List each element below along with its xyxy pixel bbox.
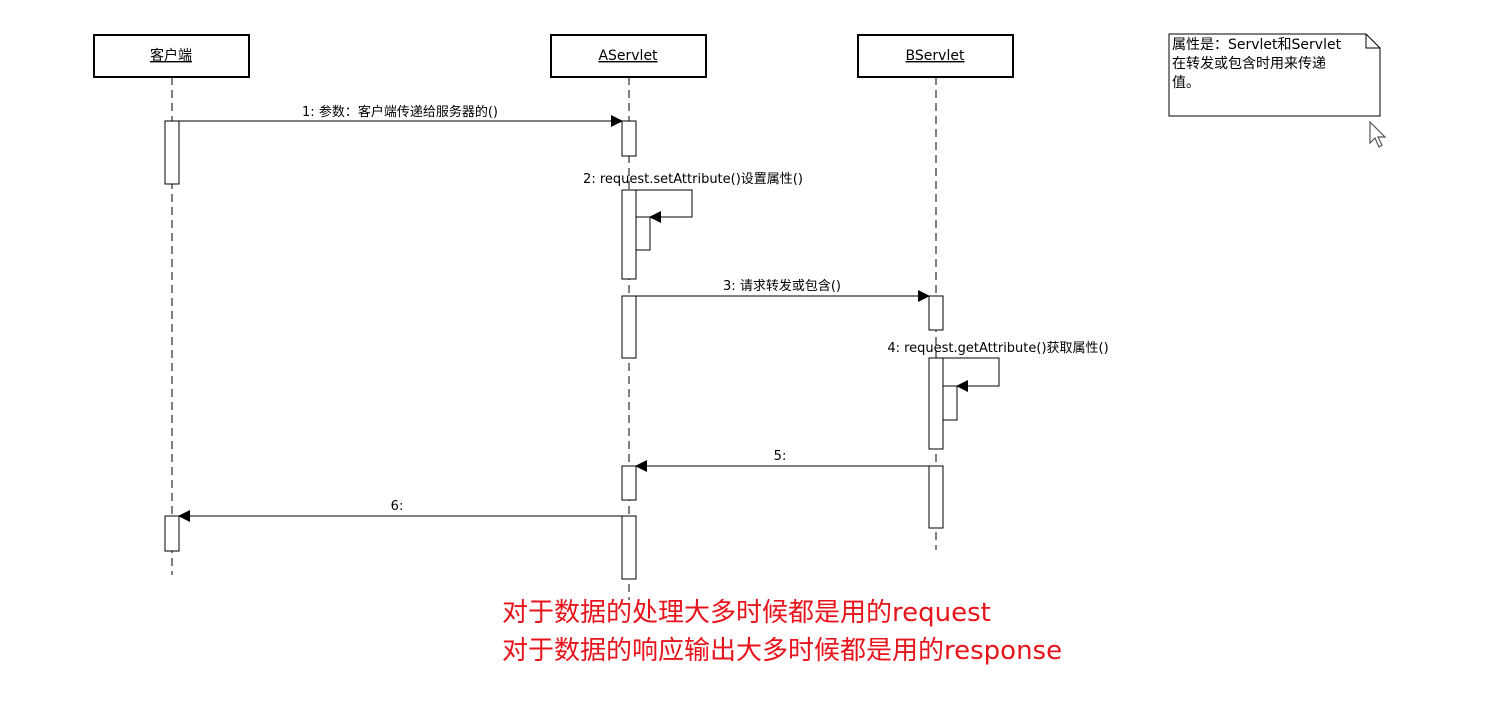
activation-bar — [928, 357, 944, 450]
message-6[interactable]: 6: — [178, 499, 622, 522]
note-line: 在转发或包含时用来传递 — [1172, 56, 1326, 72]
activation-bar — [164, 120, 180, 185]
note-box[interactable] — [1168, 33, 1381, 117]
message-label: 4: request.getAttribute()获取属性() — [887, 341, 1108, 356]
message-4[interactable]: 4: request.getAttribute()获取属性() — [887, 341, 1109, 392]
participant-label: 客户端 — [150, 47, 192, 64]
message-label: 5: — [774, 449, 787, 464]
activation-bar — [621, 189, 637, 280]
message-label: 2: request.setAttribute()设置属性() — [583, 172, 803, 187]
participant-label: AServlet — [598, 48, 658, 64]
caption-line-request: 对于数据的处理大多时候都是用的request — [502, 598, 991, 628]
participant-bservlet[interactable]: BServlet — [857, 34, 1014, 78]
note-line: 属性是：Servlet和Servlet — [1172, 37, 1342, 53]
participant-client[interactable]: 客户端 — [93, 34, 250, 78]
message-label: 3: 请求转发或包含() — [723, 278, 841, 294]
activation-bar — [928, 295, 944, 331]
activation-bar — [621, 515, 637, 580]
activation-bar — [635, 216, 651, 251]
activation-bar — [621, 295, 637, 359]
mouse-pointer-icon — [1369, 121, 1387, 148]
activation-bar — [942, 385, 958, 421]
note-line: 值。 — [1172, 75, 1200, 91]
message-label: 1: 参数：客户端传递给服务器的() — [302, 104, 498, 120]
activation-bar — [621, 120, 637, 157]
message-label: 6: — [391, 499, 404, 514]
note-text: 属性是：Servlet和Servlet 在转发或包含时用来传递 值。 — [1172, 36, 1368, 93]
activation-bar — [928, 465, 944, 529]
participant-aservlet[interactable]: AServlet — [550, 34, 707, 78]
message-3[interactable]: 3: 请求转发或包含() — [636, 278, 930, 302]
caption: 对于数据的处理大多时候都是用的request 对于数据的响应输出大多时候都是用的… — [502, 594, 1062, 670]
activation-bar — [164, 515, 180, 552]
caption-line-response: 对于数据的响应输出大多时候都是用的response — [502, 636, 1063, 666]
message-1[interactable]: 1: 参数：客户端传递给服务器的() — [179, 104, 623, 127]
participant-label: BServlet — [906, 48, 965, 64]
message-5[interactable]: 5: — [635, 449, 929, 472]
message-2[interactable]: 2: request.setAttribute()设置属性() — [583, 172, 803, 223]
activation-bar — [621, 465, 637, 501]
